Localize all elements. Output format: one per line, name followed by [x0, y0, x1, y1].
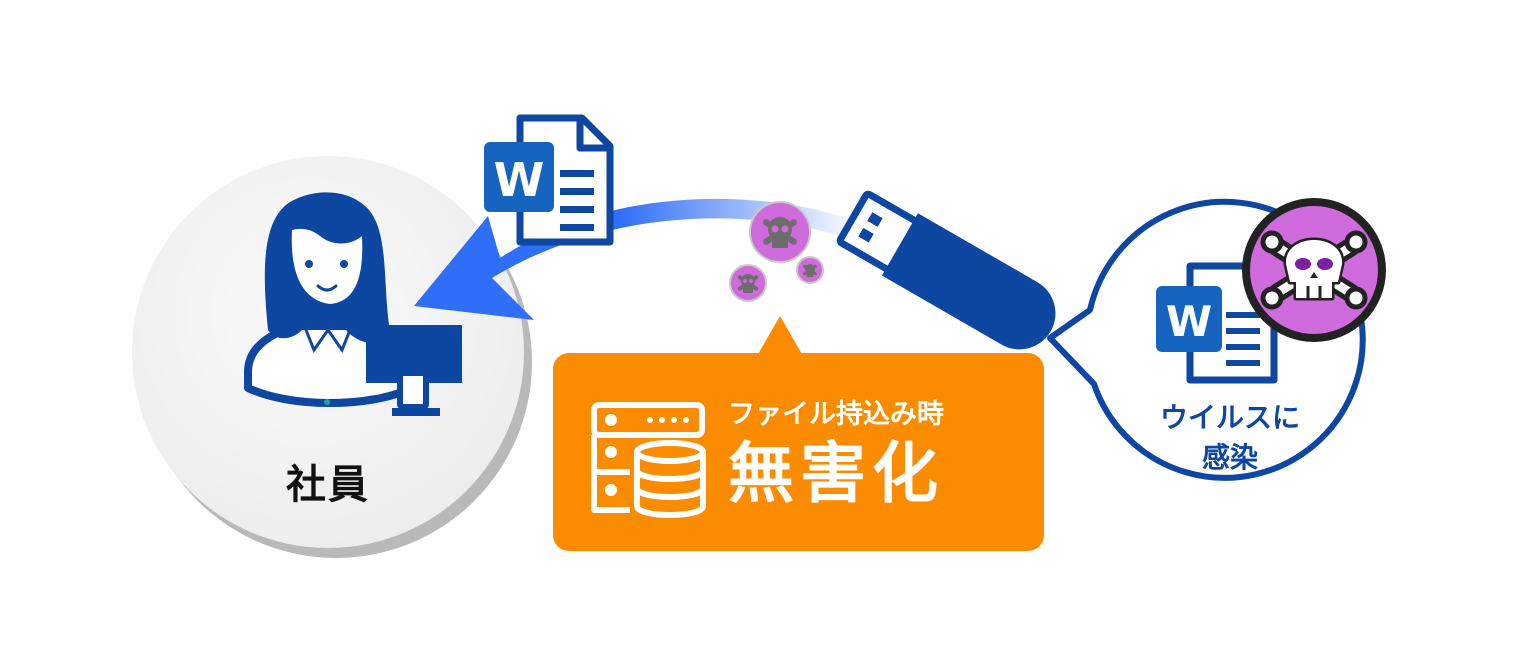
word-document-icon: W: [484, 114, 614, 246]
virus-particle-medium: [729, 264, 767, 302]
monitor-icon: [366, 325, 462, 416]
infected-label: ウイルスに 感染: [1130, 398, 1330, 478]
infected-label-line1: ウイルスに: [1159, 401, 1300, 434]
skull-icon: [1242, 198, 1386, 342]
usb-drive-icon: [836, 190, 1056, 350]
word-letter: W: [494, 153, 545, 207]
server-database-icon: [591, 402, 706, 518]
employee-label: 社員: [286, 462, 370, 508]
sanitize-title: 無害化: [728, 435, 944, 512]
sanitize-subtitle: ファイル持込み時: [728, 399, 944, 430]
virus-particle-small: [796, 256, 824, 284]
infected-word-letter: W: [1166, 297, 1212, 346]
virus-particle-large: [749, 201, 811, 263]
infected-label-line2: 感染: [1201, 441, 1258, 474]
transfer-arrow: [414, 198, 870, 320]
